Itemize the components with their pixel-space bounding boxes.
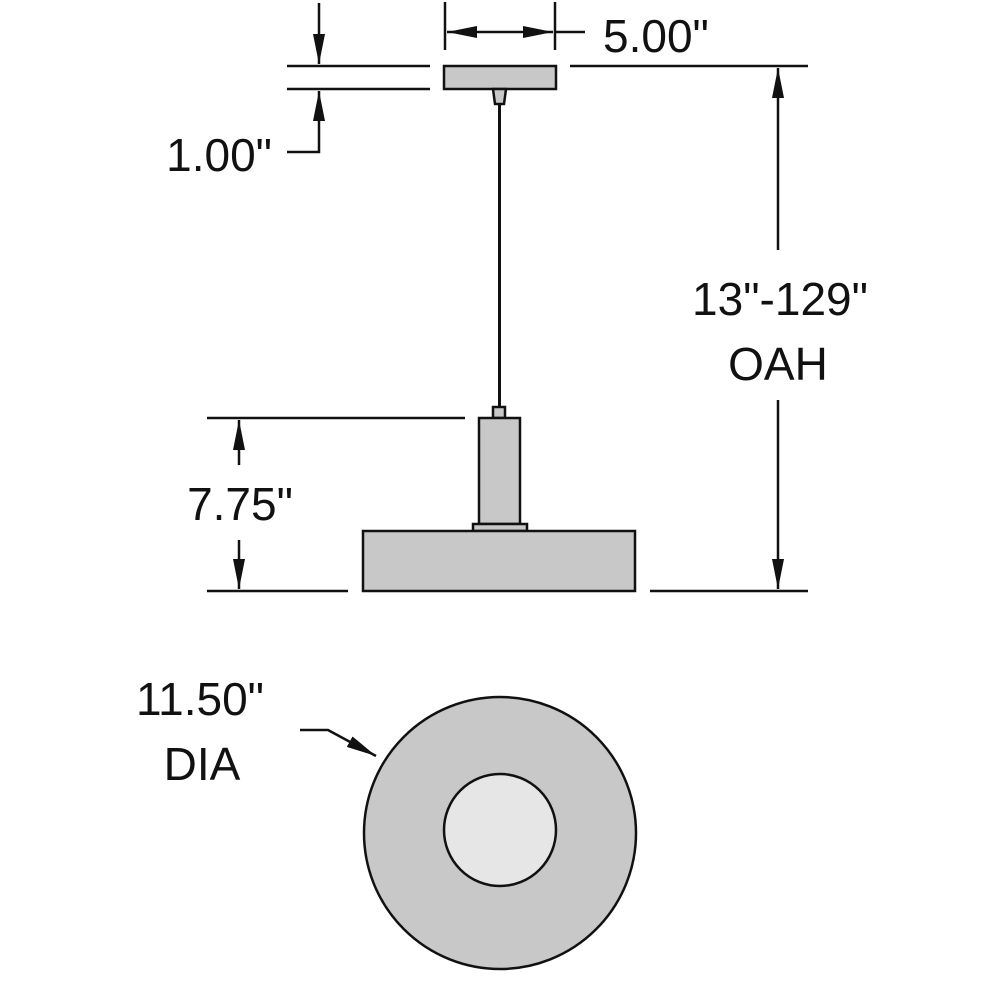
shade-side [361, 529, 637, 593]
overall-height-label: 13"-129" [692, 273, 868, 325]
diameter-label: 11.50" [136, 673, 264, 725]
dia-label: DIA [164, 738, 241, 790]
stem-bottom-view [442, 772, 558, 888]
oah-label: OAH [728, 338, 828, 390]
canopy-width-label: 5.00" [603, 10, 709, 62]
stem [477, 416, 522, 526]
diameter-leader [300, 728, 377, 758]
canopy [442, 64, 558, 91]
shade-height-label: 7.75" [187, 478, 293, 530]
cord-connector [491, 405, 507, 420]
dimension-arrow [287, 91, 325, 154]
canopy-height-label: 1.00" [166, 129, 272, 181]
canopy-mount [491, 87, 508, 106]
